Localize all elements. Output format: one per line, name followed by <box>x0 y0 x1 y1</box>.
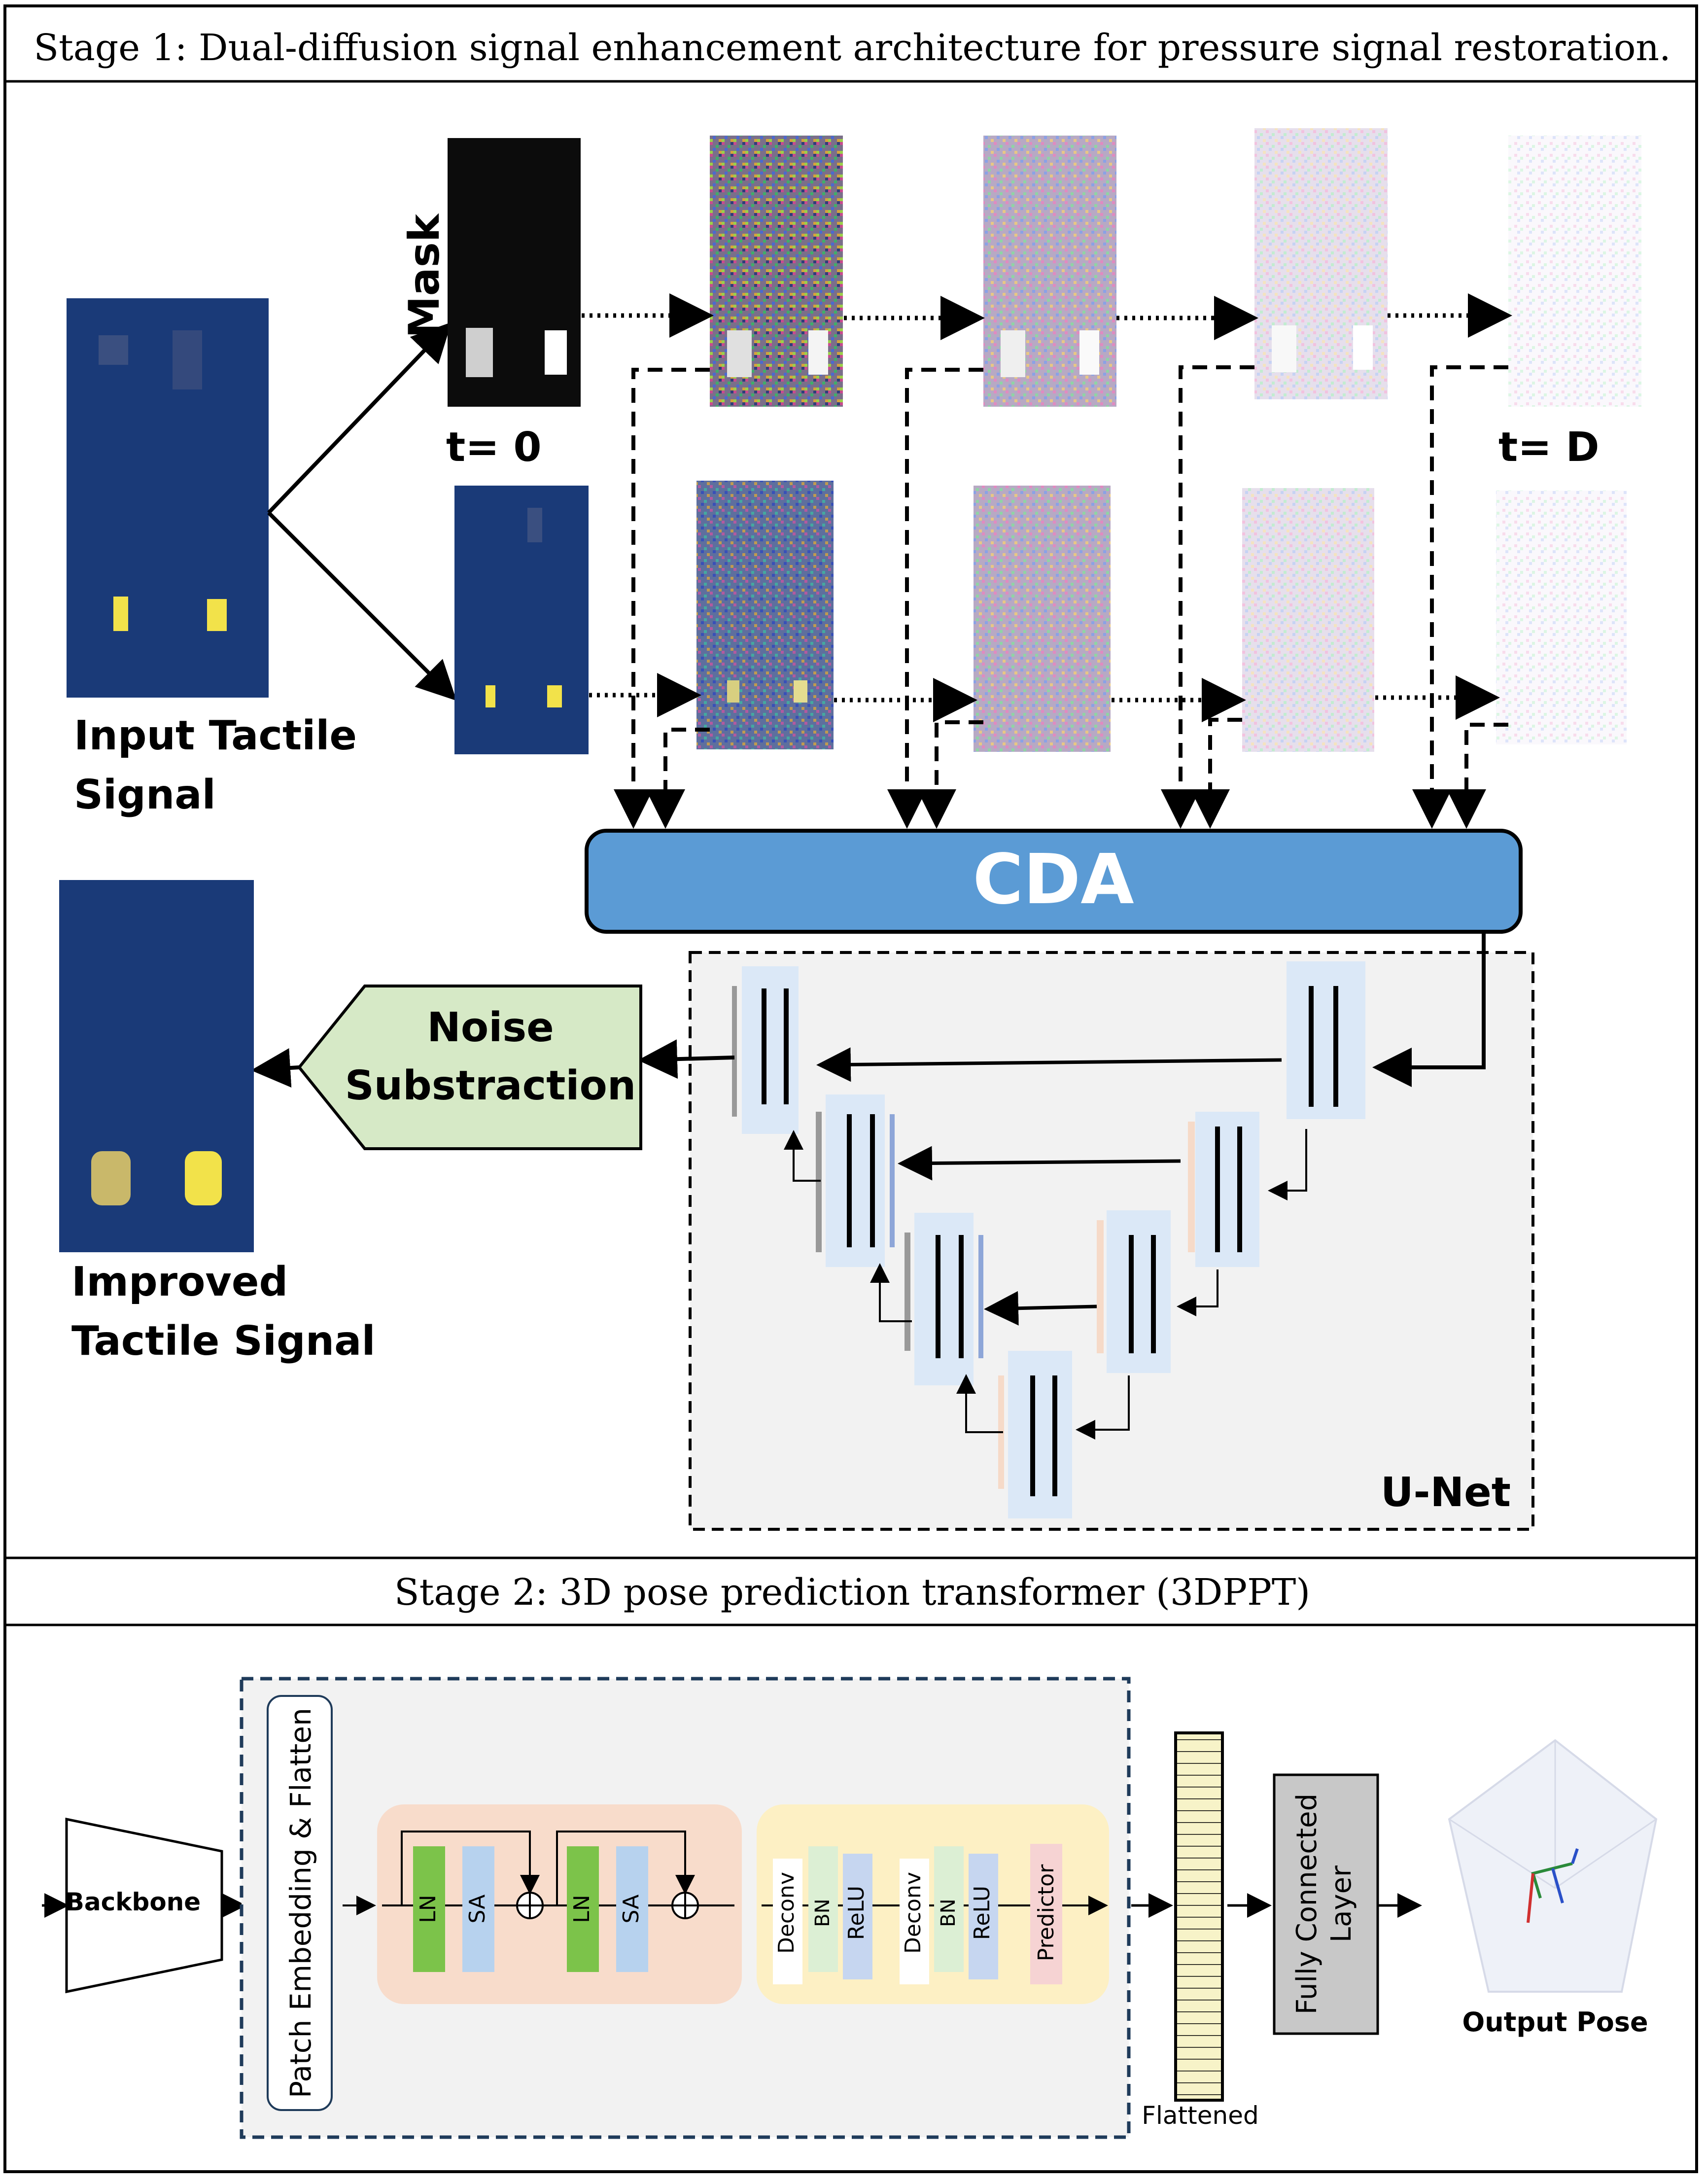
relu-label-1: ReLU <box>844 1886 869 1940</box>
sa-label-2: SA <box>619 1895 644 1924</box>
unet-label: U-Net <box>1381 1469 1511 1516</box>
mask-label: Mask <box>400 213 449 338</box>
signal-t0-image <box>454 486 589 754</box>
input-tactile-image <box>67 298 269 698</box>
noise-substraction-block <box>297 985 642 1150</box>
predictor-label: Predictor <box>1034 1864 1059 1961</box>
forward-diffusion-arrows <box>582 293 1512 722</box>
output-pose-label: Output Pose <box>1462 2007 1648 2038</box>
relu-label-2: ReLU <box>970 1886 995 1940</box>
input-label-line1: Input Tactile <box>74 712 357 759</box>
noise-to-output-arrow <box>251 1048 300 1088</box>
patch-embedding-label: Patch Embedding & Flatten <box>284 1708 317 2098</box>
signal-noise-row <box>696 481 1627 752</box>
flattened-vector <box>1174 1731 1224 2102</box>
bn-label-2: BN <box>937 1899 960 1927</box>
t0-label: t= 0 <box>446 424 542 471</box>
ln-label-2: LN <box>569 1895 594 1923</box>
arrow-to-mask <box>267 322 452 514</box>
sa-label-1: SA <box>465 1895 490 1924</box>
stage1-title: Stage 1: Dual-diffusion signal enhanceme… <box>34 27 1670 69</box>
input-label-line2: Signal <box>74 772 216 818</box>
mask-noise-row <box>710 128 1641 407</box>
backbone-block <box>65 1817 223 1994</box>
deconv-label-2: Deconv <box>901 1872 926 1954</box>
noise-label-line1: Noise <box>427 1004 554 1051</box>
fc-label-line1: Fully Connected <box>1291 1794 1323 2014</box>
unet-to-noise-arrow <box>638 1039 735 1079</box>
fc-label-line2: Layer <box>1325 1865 1357 1942</box>
backbone-label: Backbone <box>66 1888 201 1916</box>
unet-arrows <box>784 1047 1307 1440</box>
encoder-internals <box>382 1831 734 1972</box>
noise-label-line2: Substraction <box>345 1062 636 1109</box>
improved-label-line2: Tactile Signal <box>71 1318 376 1365</box>
decoder-internals <box>762 1844 1108 1984</box>
ln-label-1: LN <box>416 1895 441 1923</box>
cda-block <box>585 829 1523 934</box>
cda-label: CDA <box>973 840 1134 920</box>
flattened-label: Flattened <box>1142 2101 1258 2130</box>
arrow-to-signal <box>267 511 457 701</box>
outer-frame <box>3 4 1698 2173</box>
improved-tactile-image <box>59 880 254 1252</box>
unet-blocks <box>732 961 1365 1518</box>
mask-image <box>448 138 581 407</box>
deconv-label-1: Deconv <box>774 1872 799 1954</box>
cda-input-connectors <box>614 365 1508 829</box>
tD-label: t= D <box>1498 424 1600 471</box>
bn-label-1: BN <box>811 1899 834 1927</box>
improved-label-line1: Improved <box>71 1259 288 1305</box>
cda-to-unet-arrow <box>1372 932 1486 1087</box>
stage2-title: Stage 2: 3D pose prediction transformer … <box>394 1571 1310 1614</box>
patch-embedding-block <box>267 1695 333 2111</box>
output-pose-plot <box>1448 1739 1658 1993</box>
